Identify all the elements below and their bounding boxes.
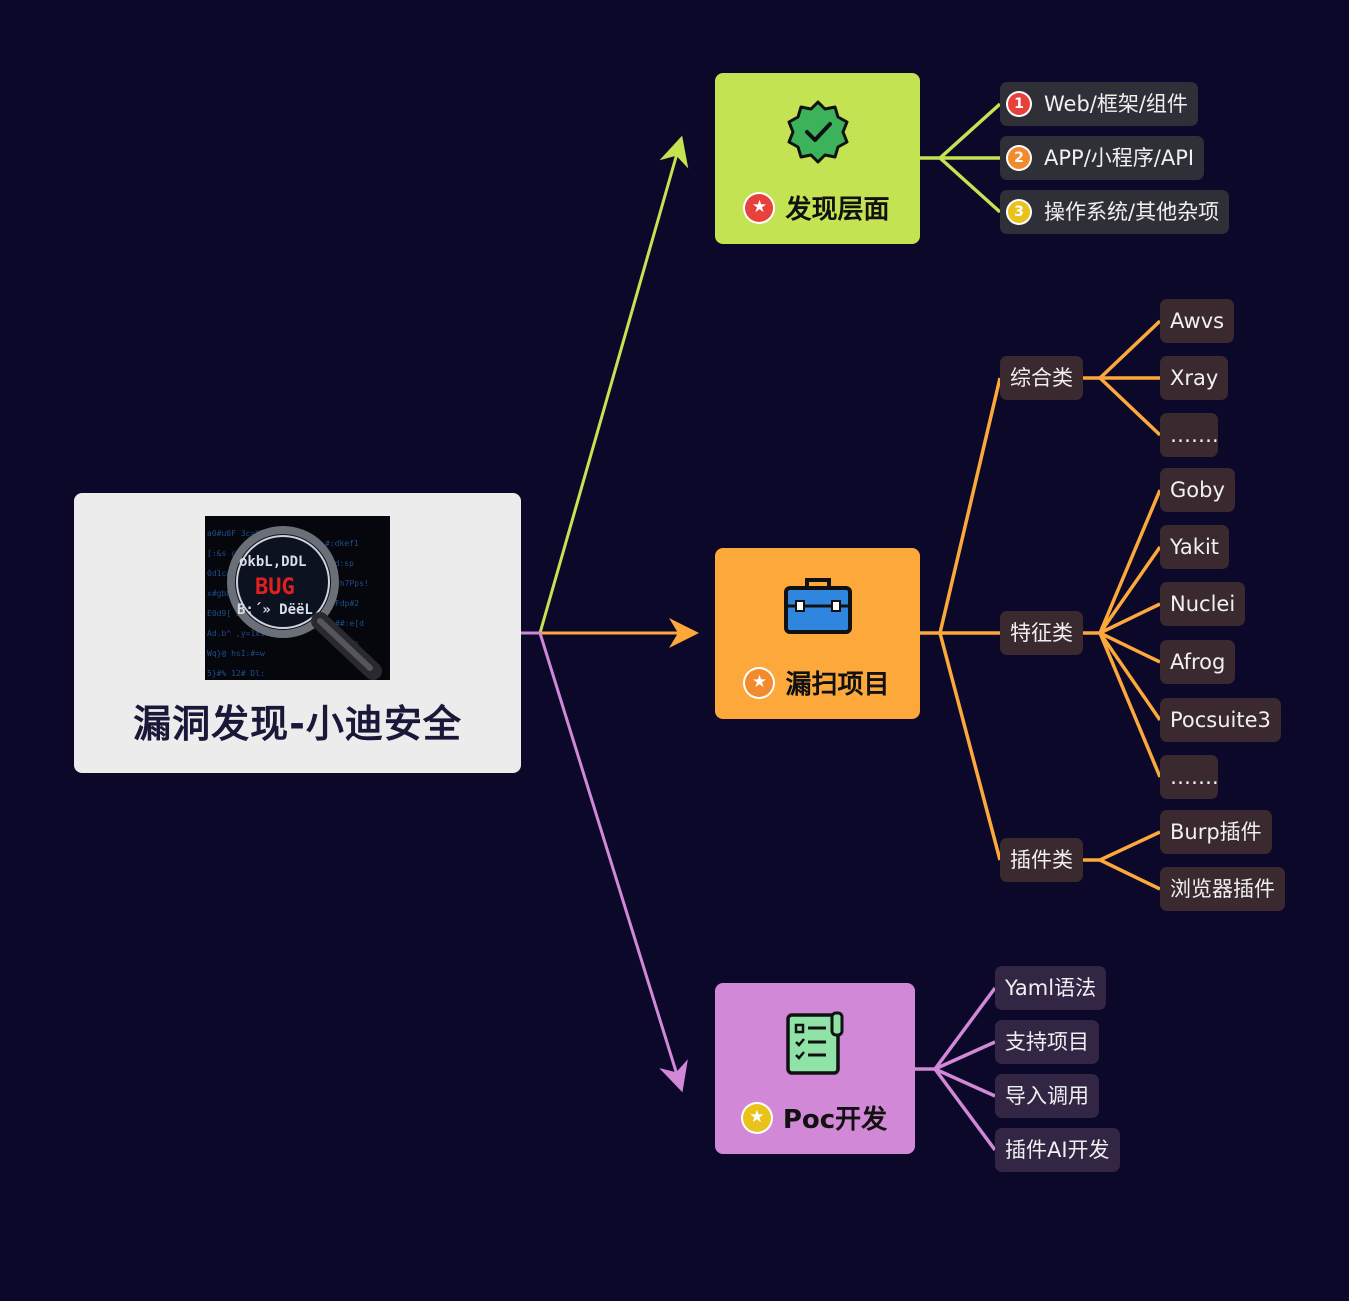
number-1-icon: 1 [1008,93,1030,115]
orange-star-icon: ★ [745,668,774,697]
verified-badge-icon [785,99,851,169]
scanner-tool-item[interactable]: Yakit [1160,525,1230,569]
yellow-star-icon: ★ [742,1103,771,1132]
branch-poc[interactable]: ★ Poc开发 [715,983,915,1154]
bug-text: BUG [255,575,295,600]
poc-item[interactable]: 插件AI开发 [995,1128,1120,1172]
svg-text:okbL,DDL: okbL,DDL [239,554,306,570]
number-3-icon: 3 [1008,201,1030,223]
red-star-icon: ★ [745,193,774,222]
branch-discovery-label: 发现层面 [785,195,890,225]
branch-scanner-label: 漏扫项目 [785,670,890,700]
root-node[interactable]: a0#u0F 3c=Yb<>E[:&s cqu 7 Zc0 0d1c# !fe … [74,493,521,773]
scanner-tool-item[interactable]: ……. [1160,755,1219,799]
scanner-tool-item[interactable]: Xray [1160,356,1229,400]
briefcase-icon [783,574,853,642]
poc-item[interactable]: 导入调用 [995,1074,1099,1118]
root-to-poc-arrow [521,631,688,1093]
scanner-tool-item[interactable]: Awvs [1160,299,1235,343]
scanner-tool-item[interactable]: Pocsuite3 [1160,698,1281,742]
branch-discovery[interactable]: ★ 发现层面 [715,73,920,244]
scanner-tool-item[interactable]: ……. [1160,413,1219,457]
branch-scanner[interactable]: ★ 漏扫项目 [715,548,920,719]
svg-text:a0#u0F 3c=Yb<>E: a0#u0F 3c=Yb<>E [207,529,279,538]
scanner-tool-item[interactable]: Nuclei [1160,582,1246,626]
poc-item[interactable]: 支持项目 [995,1020,1099,1064]
number-2-icon: 2 [1008,147,1030,169]
svg-text:##:e[d: ##:e[d [335,619,364,628]
scanner-tool-item[interactable]: Goby [1160,468,1235,512]
scanner-tool-item[interactable]: Burp插件 [1160,810,1272,854]
scanner-group-signature[interactable]: 特征类 [1000,611,1083,655]
branch-poc-label: Poc开发 [782,1105,888,1135]
discovery-item[interactable]: 1 Web/框架/组件 [1000,82,1198,126]
discovery-item[interactable]: 2 APP/小程序/API [1000,136,1205,180]
scanner-tool-item[interactable]: Afrog [1160,640,1236,684]
poc-item[interactable]: Yaml语法 [995,966,1107,1010]
svg-text:#:dkef1: #:dkef1 [325,539,359,548]
scanner-group-plugin[interactable]: 插件类 [1000,838,1083,882]
bug-magnifier-image: a0#u0F 3c=Yb<>E[:&s cqu 7 Zc0 0d1c# !fe … [205,516,390,680]
root-to-discovery-arrow [521,135,689,635]
svg-text:Cod:sp: Cod:sp [325,559,354,568]
scanner-tool-item[interactable]: 浏览器插件 [1160,867,1285,911]
svg-text:B:´» DëëL: B:´» DëëL [237,602,313,618]
svg-text:rh7Pps!: rh7Pps! [335,579,369,588]
discovery-item[interactable]: 3 操作系统/其他杂项 [1000,190,1230,234]
root-title: 漏洞发现-小迪安全 [133,702,462,746]
svg-text:Wq}@ hsI:#=w: Wq}@ hsI:#=w [207,649,265,658]
svg-text:5}#% 12# Dl:: 5}#% 12# Dl: [207,669,265,678]
checklist-icon [782,1009,848,1079]
svg-text:Ad.b^ ,y=1xs#: Ad.b^ ,y=1xs# [207,629,270,638]
scanner-group-comprehensive[interactable]: 综合类 [1000,356,1083,400]
svg-text:Fdp#2: Fdp#2 [335,599,359,608]
